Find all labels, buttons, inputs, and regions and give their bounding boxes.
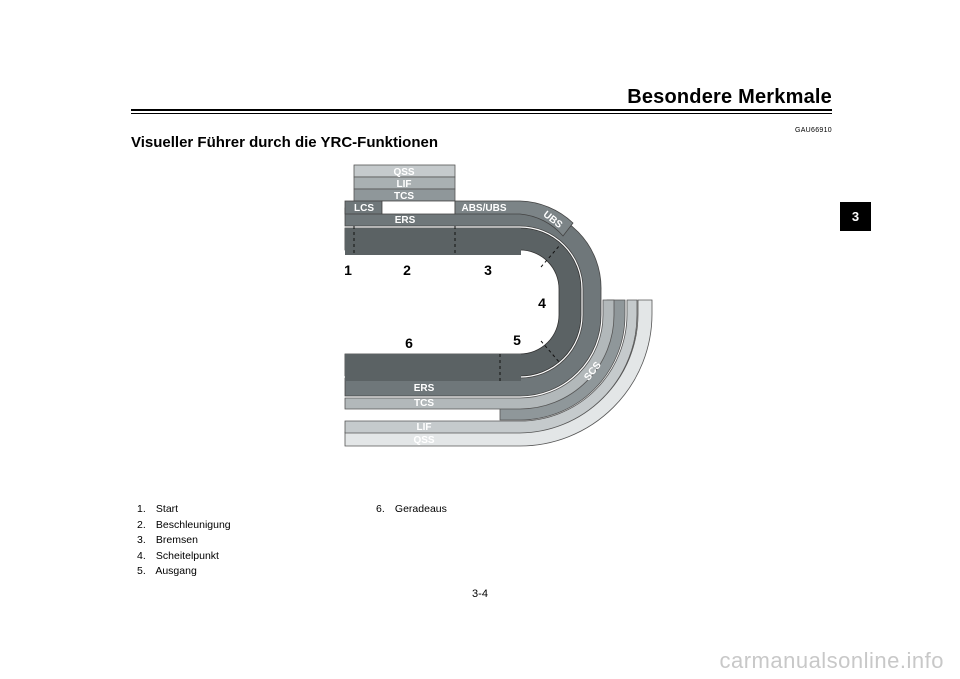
legend-item: 6. Geradeaus bbox=[376, 503, 447, 515]
chapter-tab[interactable]: 3 bbox=[840, 202, 871, 231]
band-abs-ubs bbox=[454, 200, 574, 237]
legend-item: 1. Start bbox=[137, 503, 179, 515]
legend-item: 4. Scheitelpunkt bbox=[137, 549, 219, 562]
phase-number-3: 3 bbox=[484, 262, 492, 278]
header-rule-thin bbox=[131, 113, 832, 114]
label-lcs: LCS bbox=[354, 203, 374, 214]
track-straight-top bbox=[345, 228, 521, 255]
label-ers-top: ERS bbox=[395, 215, 416, 226]
label-tcs-bottom: TCS bbox=[414, 398, 434, 409]
band-lcs-gap bbox=[381, 200, 456, 215]
band-tcs-bottom bbox=[344, 299, 615, 410]
phase-number-2: 2 bbox=[403, 262, 411, 278]
band-lif-bottom bbox=[344, 299, 638, 434]
header-rule bbox=[131, 109, 832, 111]
watermark: carmanualsonline.info bbox=[719, 648, 944, 673]
label-qss-bottom: QSS bbox=[413, 435, 434, 446]
page-number: 3-4 bbox=[472, 588, 488, 600]
label-abs-ubs: ABS/UBS bbox=[461, 203, 506, 214]
legend-item: 2. Beschleunigung bbox=[137, 518, 231, 531]
legend-right: 6. Geradeaus bbox=[376, 502, 447, 518]
legend-item: 5. Ausgang bbox=[137, 565, 197, 577]
page-title: Besondere Merkmale bbox=[627, 86, 832, 108]
phase-divider-4 bbox=[540, 340, 561, 364]
phase-number-6: 6 bbox=[405, 335, 413, 351]
track-straight-bottom bbox=[345, 354, 521, 381]
document-code: GAU66910 bbox=[794, 127, 832, 134]
phase-number-1: 1 bbox=[344, 262, 352, 278]
label-ers-bottom: ERS bbox=[414, 383, 435, 394]
phase-number-5: 5 bbox=[513, 332, 521, 348]
section-title: Visueller Führer durch die YRC-Funktione… bbox=[131, 134, 438, 151]
label-tcs-top: TCS bbox=[394, 191, 414, 202]
label-lif-bottom: LIF bbox=[417, 422, 432, 433]
phase-divider-3 bbox=[540, 244, 561, 268]
label-qss-top: QSS bbox=[393, 167, 414, 178]
phase-number-4: 4 bbox=[538, 295, 546, 311]
legend-item: 3. Bremsen bbox=[137, 534, 198, 546]
legend-left: 1. Start 2. Beschleunigung 3. Bremsen 4.… bbox=[137, 502, 231, 580]
label-lif-top: LIF bbox=[397, 179, 412, 190]
